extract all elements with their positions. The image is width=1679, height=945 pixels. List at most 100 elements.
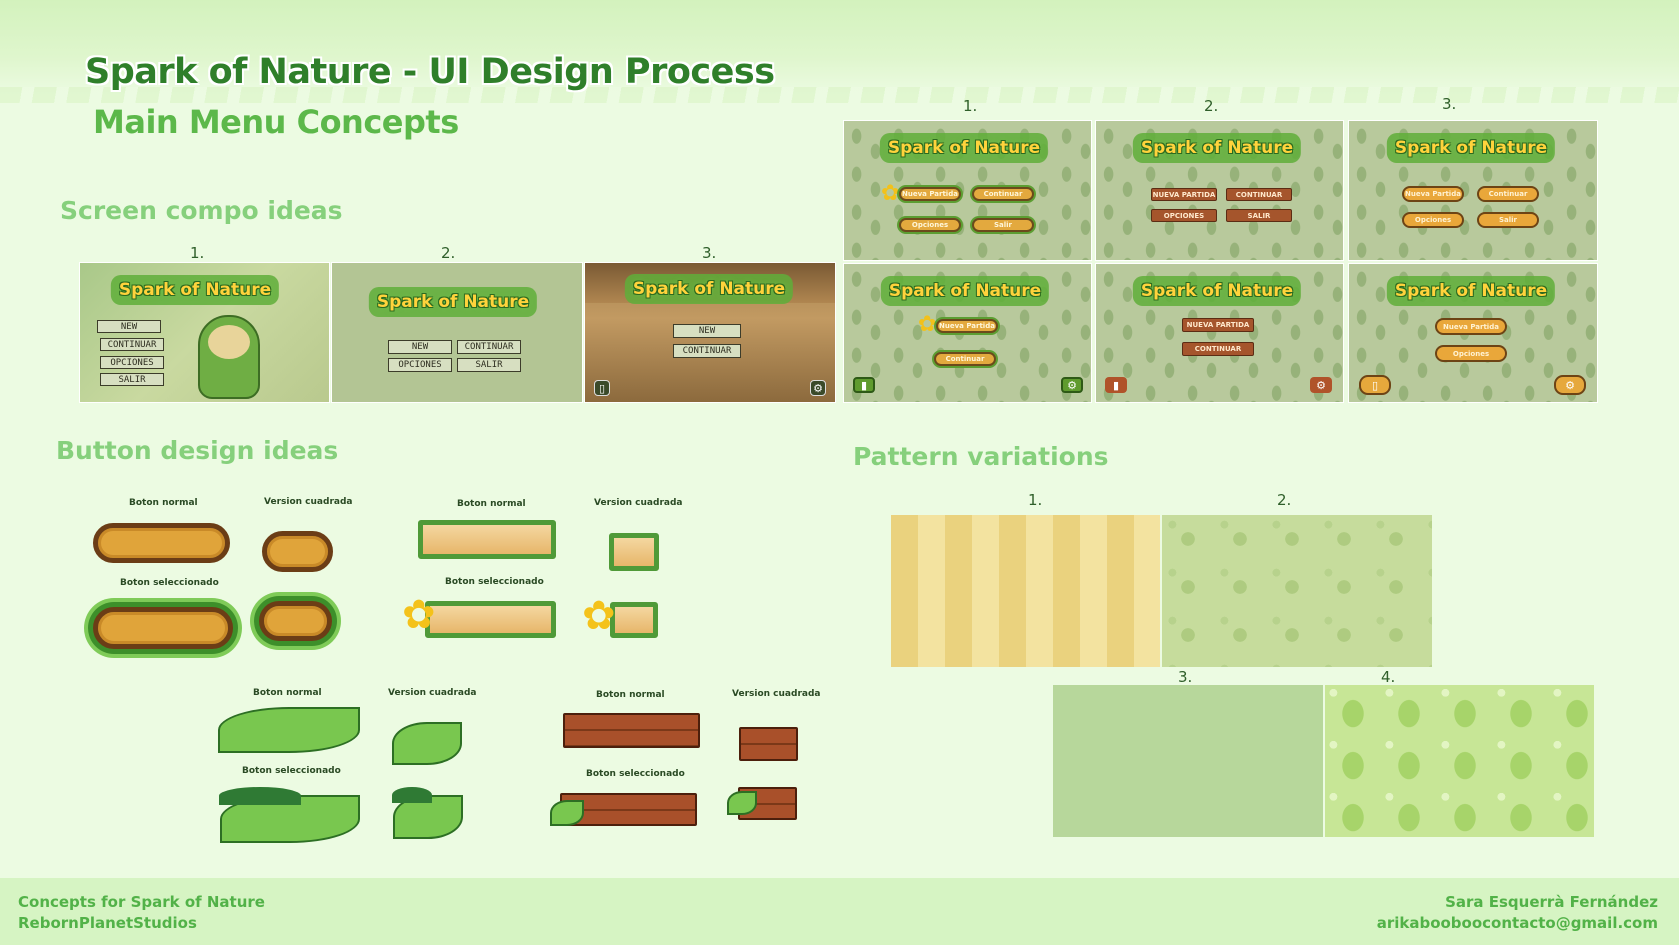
sunflower-icon: ✿ xyxy=(918,312,937,337)
footer: Concepts for Spark of Nature RebornPlane… xyxy=(0,878,1679,945)
menu-variant-2-bottom: Spark of Nature NUEVA PARTIDA CONTINUAR … xyxy=(1095,263,1344,403)
btn-continuar: Continuar xyxy=(972,187,1034,201)
capsule-button-square xyxy=(262,531,333,572)
header-brush-band xyxy=(0,0,1679,103)
gear-icon: ⚙ xyxy=(810,380,826,396)
compo-screen-3: Spark of Nature NEW CONTINUAR ▯ ⚙ xyxy=(584,262,836,403)
exit-door-icon: ▯ xyxy=(594,380,610,396)
footer-project: Concepts for Spark of Nature xyxy=(18,893,265,911)
label-boton-seleccionado: Boton seleccionado xyxy=(242,766,341,776)
pattern-number-2: 2. xyxy=(1277,491,1292,509)
label-boton-seleccionado: Boton seleccionado xyxy=(445,577,544,587)
page-subtitle: Main Menu Concepts xyxy=(93,103,459,141)
vine-button-square xyxy=(609,533,659,571)
footer-studio: RebornPlanetStudios xyxy=(18,914,197,932)
game-logo: Spark of Nature xyxy=(1132,133,1302,163)
section-pattern-variations: Pattern variations xyxy=(853,442,1109,471)
game-logo: Spark of Nature xyxy=(624,274,794,304)
label-version-cuadrada: Version cuadrada xyxy=(594,498,683,508)
pattern-4-tile xyxy=(1325,685,1594,837)
btn-salir: Salir xyxy=(1477,212,1539,228)
sketch-btn-opciones: OPCIONES xyxy=(100,356,164,369)
sunflower-icon: ✿ xyxy=(402,592,436,638)
leaf-button-square xyxy=(392,722,462,765)
leaf-button-square-selected xyxy=(392,787,463,839)
gear-icon: ⚙ xyxy=(1310,377,1332,393)
capsule-button-square-selected xyxy=(259,601,332,641)
menu-variant-1-bottom: Spark of Nature ✿ Nueva Partida Continua… xyxy=(843,263,1092,403)
vine-button-normal xyxy=(418,520,556,559)
menu-variant-3-bottom: Spark of Nature Nueva Partida Opciones ▯… xyxy=(1348,263,1598,403)
game-logo: Spark of Nature xyxy=(368,287,538,317)
sketch-btn-continuar: CONTINUAR xyxy=(100,338,164,351)
exit-door-icon: ▮ xyxy=(853,377,875,393)
game-logo: Spark of Nature xyxy=(879,133,1049,163)
sketch-btn-new: NEW xyxy=(97,320,161,333)
menu-variant-2-top: Spark of Nature NUEVA PARTIDA CONTINUAR … xyxy=(1095,120,1344,261)
variant-number-2: 2. xyxy=(1204,97,1219,115)
exit-door-icon: ▮ xyxy=(1105,377,1127,393)
menu-variant-1-top: Spark of Nature ✿ Nueva Partida Continua… xyxy=(843,120,1092,261)
game-logo: Spark of Nature xyxy=(880,276,1050,306)
wood-button-square xyxy=(739,727,798,761)
label-version-cuadrada: Version cuadrada xyxy=(732,689,821,699)
sketch-btn-continuar: CONTINUAR xyxy=(673,344,741,358)
btn-opciones: Opciones xyxy=(1435,345,1507,362)
menu-variant-3-top: Spark of Nature Nueva Partida Continuar … xyxy=(1348,120,1598,261)
compo-screen-1: Spark of Nature NEW CONTINUAR OPCIONES S… xyxy=(79,262,330,403)
pattern-1-tile xyxy=(891,515,1160,667)
btn-nueva-partida: Nueva Partida xyxy=(1402,186,1464,202)
label-boton-normal: Boton normal xyxy=(253,688,322,698)
section-button-design: Button design ideas xyxy=(56,436,339,465)
pattern-number-3: 3. xyxy=(1178,668,1193,686)
sketch-btn-salir: SALIR xyxy=(457,358,521,372)
variant-number-3: 3. xyxy=(1442,95,1457,113)
pattern-3-tile xyxy=(1053,685,1323,837)
footer-email: arikabooboocontacto@gmail.com xyxy=(1376,914,1658,932)
btn-opciones: Opciones xyxy=(899,218,961,232)
game-logo: Spark of Nature xyxy=(1386,276,1556,306)
btn-opciones: OPCIONES xyxy=(1151,209,1217,222)
vine-button-square-selected xyxy=(610,602,658,638)
sunflower-icon: ✿ xyxy=(881,181,900,206)
pattern-2-tile xyxy=(1162,515,1432,667)
leaf-accent-icon xyxy=(727,791,757,815)
page-title: Spark of Nature - UI Design Process xyxy=(85,52,775,92)
section-screen-compo: Screen compo ideas xyxy=(60,196,343,225)
sunflower-icon: ✿ xyxy=(582,593,616,639)
label-version-cuadrada: Version cuadrada xyxy=(388,688,477,698)
leaf-accent-icon xyxy=(550,800,584,826)
leaf-button-selected xyxy=(219,787,360,843)
label-version-cuadrada: Version cuadrada xyxy=(264,497,353,507)
btn-nueva-partida: Nueva Partida xyxy=(1435,318,1507,335)
label-boton-seleccionado: Boton seleccionado xyxy=(586,769,685,779)
label-boton-normal: Boton normal xyxy=(129,498,198,508)
btn-nueva-partida: NUEVA PARTIDA xyxy=(1151,188,1217,201)
btn-opciones: Opciones xyxy=(1402,212,1464,228)
pattern-number-4: 4. xyxy=(1381,668,1396,686)
compo-number-3: 3. xyxy=(702,244,717,262)
sketch-btn-continuar: CONTINUAR xyxy=(457,340,521,354)
btn-continuar: CONTINUAR xyxy=(1182,342,1254,356)
btn-salir: SALIR xyxy=(1226,209,1292,222)
mascot-face xyxy=(208,325,250,359)
exit-door-icon: ▯ xyxy=(1359,375,1391,395)
wood-button-normal xyxy=(563,713,700,748)
label-boton-normal: Boton normal xyxy=(596,690,665,700)
pattern-number-1: 1. xyxy=(1028,491,1043,509)
btn-salir: Salir xyxy=(972,218,1034,232)
footer-author: Sara Esquerrà Fernández xyxy=(1445,893,1658,911)
compo-screen-2: Spark of Nature NEW CONTINUAR OPCIONES S… xyxy=(331,262,583,403)
compo-number-1: 1. xyxy=(190,244,205,262)
vine-button-selected xyxy=(425,601,556,638)
label-boton-seleccionado: Boton seleccionado xyxy=(120,578,219,588)
capsule-button-selected xyxy=(93,607,233,649)
capsule-button-normal xyxy=(93,523,230,563)
game-logo: Spark of Nature xyxy=(110,275,280,305)
sketch-btn-new: NEW xyxy=(388,340,452,354)
btn-nueva-partida: NUEVA PARTIDA xyxy=(1182,318,1254,332)
btn-continuar: CONTINUAR xyxy=(1226,188,1292,201)
btn-continuar: Continuar xyxy=(1477,186,1539,202)
compo-number-2: 2. xyxy=(441,244,456,262)
label-boton-normal: Boton normal xyxy=(457,499,526,509)
